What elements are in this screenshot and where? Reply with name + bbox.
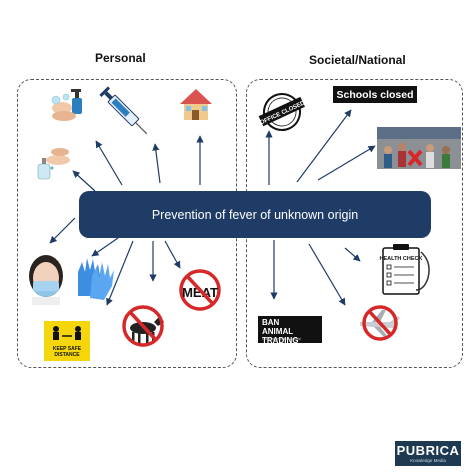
health-check-icon: HEALTH CHECK — [380, 244, 430, 295]
arrow-to-syringe — [152, 143, 161, 184]
face-mask-icon — [29, 255, 63, 305]
arrow-to-mask — [49, 217, 76, 244]
ban-small-text: Consequences of Animal — [262, 337, 301, 341]
gloves-icon — [78, 258, 114, 300]
keep-safe-text-1: KEEP SAFE — [53, 346, 82, 352]
personal-arrows — [49, 135, 204, 306]
arrow-to-gloves — [91, 237, 119, 257]
office-closed-stamp-icon: OFFICE CLOSED — [258, 92, 307, 131]
personal-heading: Personal — [95, 51, 146, 65]
health-check-text: HEALTH CHECK — [380, 256, 423, 262]
arrow-to-no-travel — [308, 243, 346, 306]
arrow-to-no-meat — [164, 240, 181, 269]
societal-heading: Societal/National — [309, 53, 406, 67]
logo-name: PUBRICA — [396, 443, 460, 458]
keep-distance-icon: KEEP SAFE DISTANCE — [44, 321, 90, 361]
keep-safe-text-2: DISTANCE — [54, 352, 80, 358]
crowd-banned-icon — [377, 127, 461, 169]
ban-animal-trading-icon: BAN ANIMAL TRADING Consequences of Anima… — [258, 316, 322, 345]
no-travel-icon — [360, 305, 400, 341]
schools-closed-label: Schools closed — [333, 86, 417, 103]
arrow-to-sanitizer — [95, 140, 123, 186]
no-animal-icon — [122, 305, 164, 347]
arrow-to-schools — [296, 109, 352, 183]
arrow-to-distance — [106, 240, 134, 306]
arrow-to-health-check — [344, 247, 361, 262]
animal-trading-text: ANIMAL TRADING — [262, 327, 299, 345]
arrow-to-crowd — [317, 145, 376, 181]
central-box-label: Prevention of fever of unknown origin — [151, 207, 359, 222]
ban-text: BAN — [262, 318, 280, 327]
arrow-to-handwash — [72, 170, 96, 192]
pubrica-logo: PUBRICA Knowledge Media — [395, 441, 461, 466]
societal-arrows — [265, 109, 376, 306]
hand-sanitizer-icon — [51, 89, 82, 121]
hand-washing-icon — [37, 148, 70, 180]
house-icon — [180, 89, 212, 120]
logo-tagline: Knowledge Media — [410, 458, 446, 463]
central-box: Prevention of fever of unknown origin — [79, 191, 431, 238]
syringe-icon — [99, 86, 148, 135]
no-meat-icon: MEAT — [179, 269, 221, 311]
